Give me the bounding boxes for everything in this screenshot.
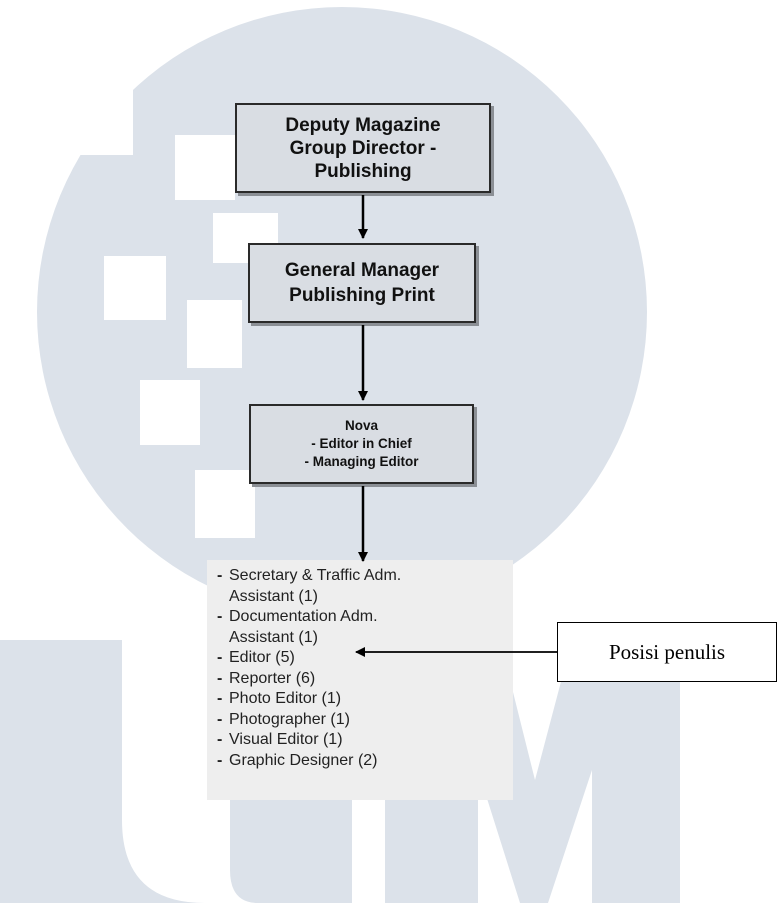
node-line: Publishing (314, 160, 412, 182)
callout-label: Posisi penulis (608, 639, 726, 664)
node-line: Nova (344, 418, 378, 433)
org-node-deputy-magazine-group-director: Deputy Magazine Group Director - Publish… (235, 103, 491, 193)
staff-item: Graphic Designer (2) (216, 751, 401, 772)
staff-list: Secretary & Traffic Adm. Assistant (1) D… (216, 566, 401, 771)
org-node-nova: Nova - Editor in Chief - Managing Editor (249, 404, 474, 484)
node-line: General Manager (284, 260, 440, 281)
node-line: Deputy Magazine (285, 114, 441, 136)
staff-item: Photographer (1) (216, 710, 401, 731)
org-node-general-manager: General Manager Publishing Print (248, 243, 476, 323)
node-line: - Managing Editor (304, 454, 419, 469)
node-line: Publishing Print (289, 285, 435, 306)
node-line: Group Director - (289, 137, 437, 159)
writer-position-callout: Posisi penulis (557, 622, 777, 682)
node-line: - Editor in Chief (311, 436, 412, 451)
staff-item: Visual Editor (1) (216, 730, 401, 751)
staff-item-reporter: Reporter (6) (216, 669, 401, 690)
staff-item: Editor (5) (216, 648, 401, 669)
staff-item: Photo Editor (1) (216, 689, 401, 710)
staff-item: Documentation Adm. Assistant (1) (216, 607, 401, 648)
staff-item: Secretary & Traffic Adm. Assistant (1) (216, 566, 401, 607)
